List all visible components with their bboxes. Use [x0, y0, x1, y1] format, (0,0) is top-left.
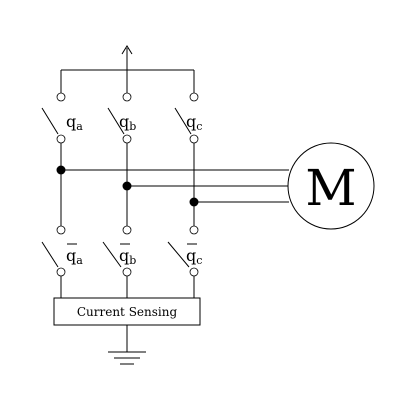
leg-c	[167, 70, 289, 298]
label-qc: qc	[186, 112, 202, 133]
switch-qb-blade	[107, 107, 125, 135]
label-qc-bar: qc	[186, 246, 202, 267]
current-sensing-block: Current Sensing	[53, 297, 201, 326]
dc-bus-top	[61, 45, 194, 71]
switch-qa-bar-terminal-top	[56, 225, 66, 235]
switch-qc-bar-blade	[167, 241, 190, 268]
switch-qc-bar-terminal-top	[189, 225, 199, 235]
switch-qb-bar-terminal-top	[122, 225, 132, 235]
switch-qb-bar-terminal-bottom	[122, 267, 132, 277]
switch-qb-bar-blade	[102, 241, 122, 268]
switch-qc-bar-terminal-bottom	[189, 267, 199, 277]
switch-qa-terminal-top	[56, 92, 66, 102]
switch-qb-terminal-bottom	[122, 134, 132, 144]
label-qb: qb	[119, 112, 136, 133]
motor: M	[287, 142, 375, 230]
switch-qc-terminal-bottom	[189, 134, 199, 144]
label-qa-bar: qa	[66, 246, 83, 267]
current-sensing-label: Current Sensing	[77, 305, 178, 319]
switch-qc-blade	[174, 107, 192, 135]
label-qb-bar: qb	[119, 246, 136, 267]
supply-arrow-icon	[121, 45, 133, 55]
switch-qa-terminal-bottom	[56, 134, 66, 144]
switch-qa-bar-terminal-bottom	[56, 267, 66, 277]
switch-qc-terminal-top	[189, 92, 199, 102]
label-qa: qa	[66, 112, 83, 133]
switch-qa-bar-blade	[41, 241, 59, 268]
current-sensing-box	[53, 297, 201, 326]
switch-qa-blade	[41, 107, 59, 135]
ground-icon	[108, 325, 146, 365]
motor-label: M	[305, 159, 356, 217]
motor-circle	[287, 142, 375, 230]
leg-a	[41, 70, 289, 298]
leg-b	[102, 70, 289, 298]
switch-qb-terminal-top	[122, 92, 132, 102]
